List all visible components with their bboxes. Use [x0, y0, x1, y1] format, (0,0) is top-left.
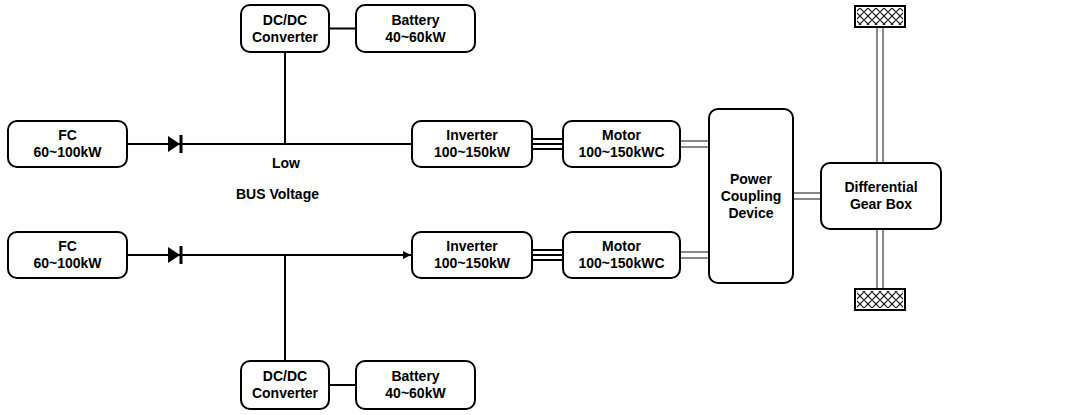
node-text: 40~60kW — [385, 385, 445, 402]
node-text: Battery — [391, 368, 439, 385]
connector — [285, 255, 411, 360]
node-text: Motor — [602, 127, 641, 144]
node-text: Inverter — [446, 127, 497, 144]
node-text: Battery — [391, 12, 439, 29]
wheel-tread — [857, 8, 903, 25]
diode-symbol — [168, 246, 181, 264]
node-text: DC/DC Converter — [248, 12, 322, 46]
motor-box: Motor100~150kWC — [562, 120, 681, 168]
node-text: 60~100kW — [33, 144, 101, 161]
node-text: 40~60kW — [385, 29, 445, 46]
connector — [285, 53, 411, 144]
coupling-box: Power Coupling Device — [708, 108, 794, 284]
wheel-tread — [857, 291, 903, 308]
node-text: 100~150kWC — [578, 255, 664, 272]
inverter-box: Inverter100~150kW — [411, 120, 533, 168]
bus-label: BUS Voltage — [236, 186, 319, 203]
battery-box: Battery40~60kW — [355, 4, 476, 53]
wheel — [855, 289, 905, 310]
node-text: Motor — [602, 238, 641, 255]
node-text: 60~100kW — [33, 255, 101, 272]
fuel-cell-box: FC60~100kW — [7, 120, 128, 168]
connector — [533, 250, 562, 260]
connector — [330, 385, 355, 386]
node-text: 100~150kWC — [578, 144, 664, 161]
fuel-cell-box: FC60~100kW — [7, 231, 128, 279]
connector — [533, 139, 562, 149]
gearbox-box: Differential Gear Box — [820, 162, 942, 230]
wheel — [855, 6, 905, 27]
node-text: FC — [58, 127, 77, 144]
node-text: Inverter — [446, 238, 497, 255]
node-text: Differential Gear Box — [828, 179, 934, 213]
motor-box: Motor100~150kWC — [562, 231, 681, 279]
node-text: 100~150kW — [434, 144, 510, 161]
inverter-box: Inverter100~150kW — [411, 231, 533, 279]
node-text: DC/DC Converter — [248, 368, 322, 402]
converter-box: DC/DC Converter — [240, 360, 330, 410]
node-text: 100~150kW — [434, 255, 510, 272]
node-text: FC — [58, 238, 77, 255]
axle-shaft — [880, 27, 881, 289]
converter-box: DC/DC Converter — [240, 4, 330, 53]
node-text: Power Coupling Device — [716, 171, 786, 222]
connector — [681, 144, 708, 145]
connector — [330, 28, 355, 29]
diode-symbol — [168, 135, 181, 153]
battery-box: Battery40~60kW — [355, 360, 476, 410]
connector — [794, 196, 820, 197]
connector — [681, 255, 708, 256]
bus-label: Low — [272, 155, 300, 172]
